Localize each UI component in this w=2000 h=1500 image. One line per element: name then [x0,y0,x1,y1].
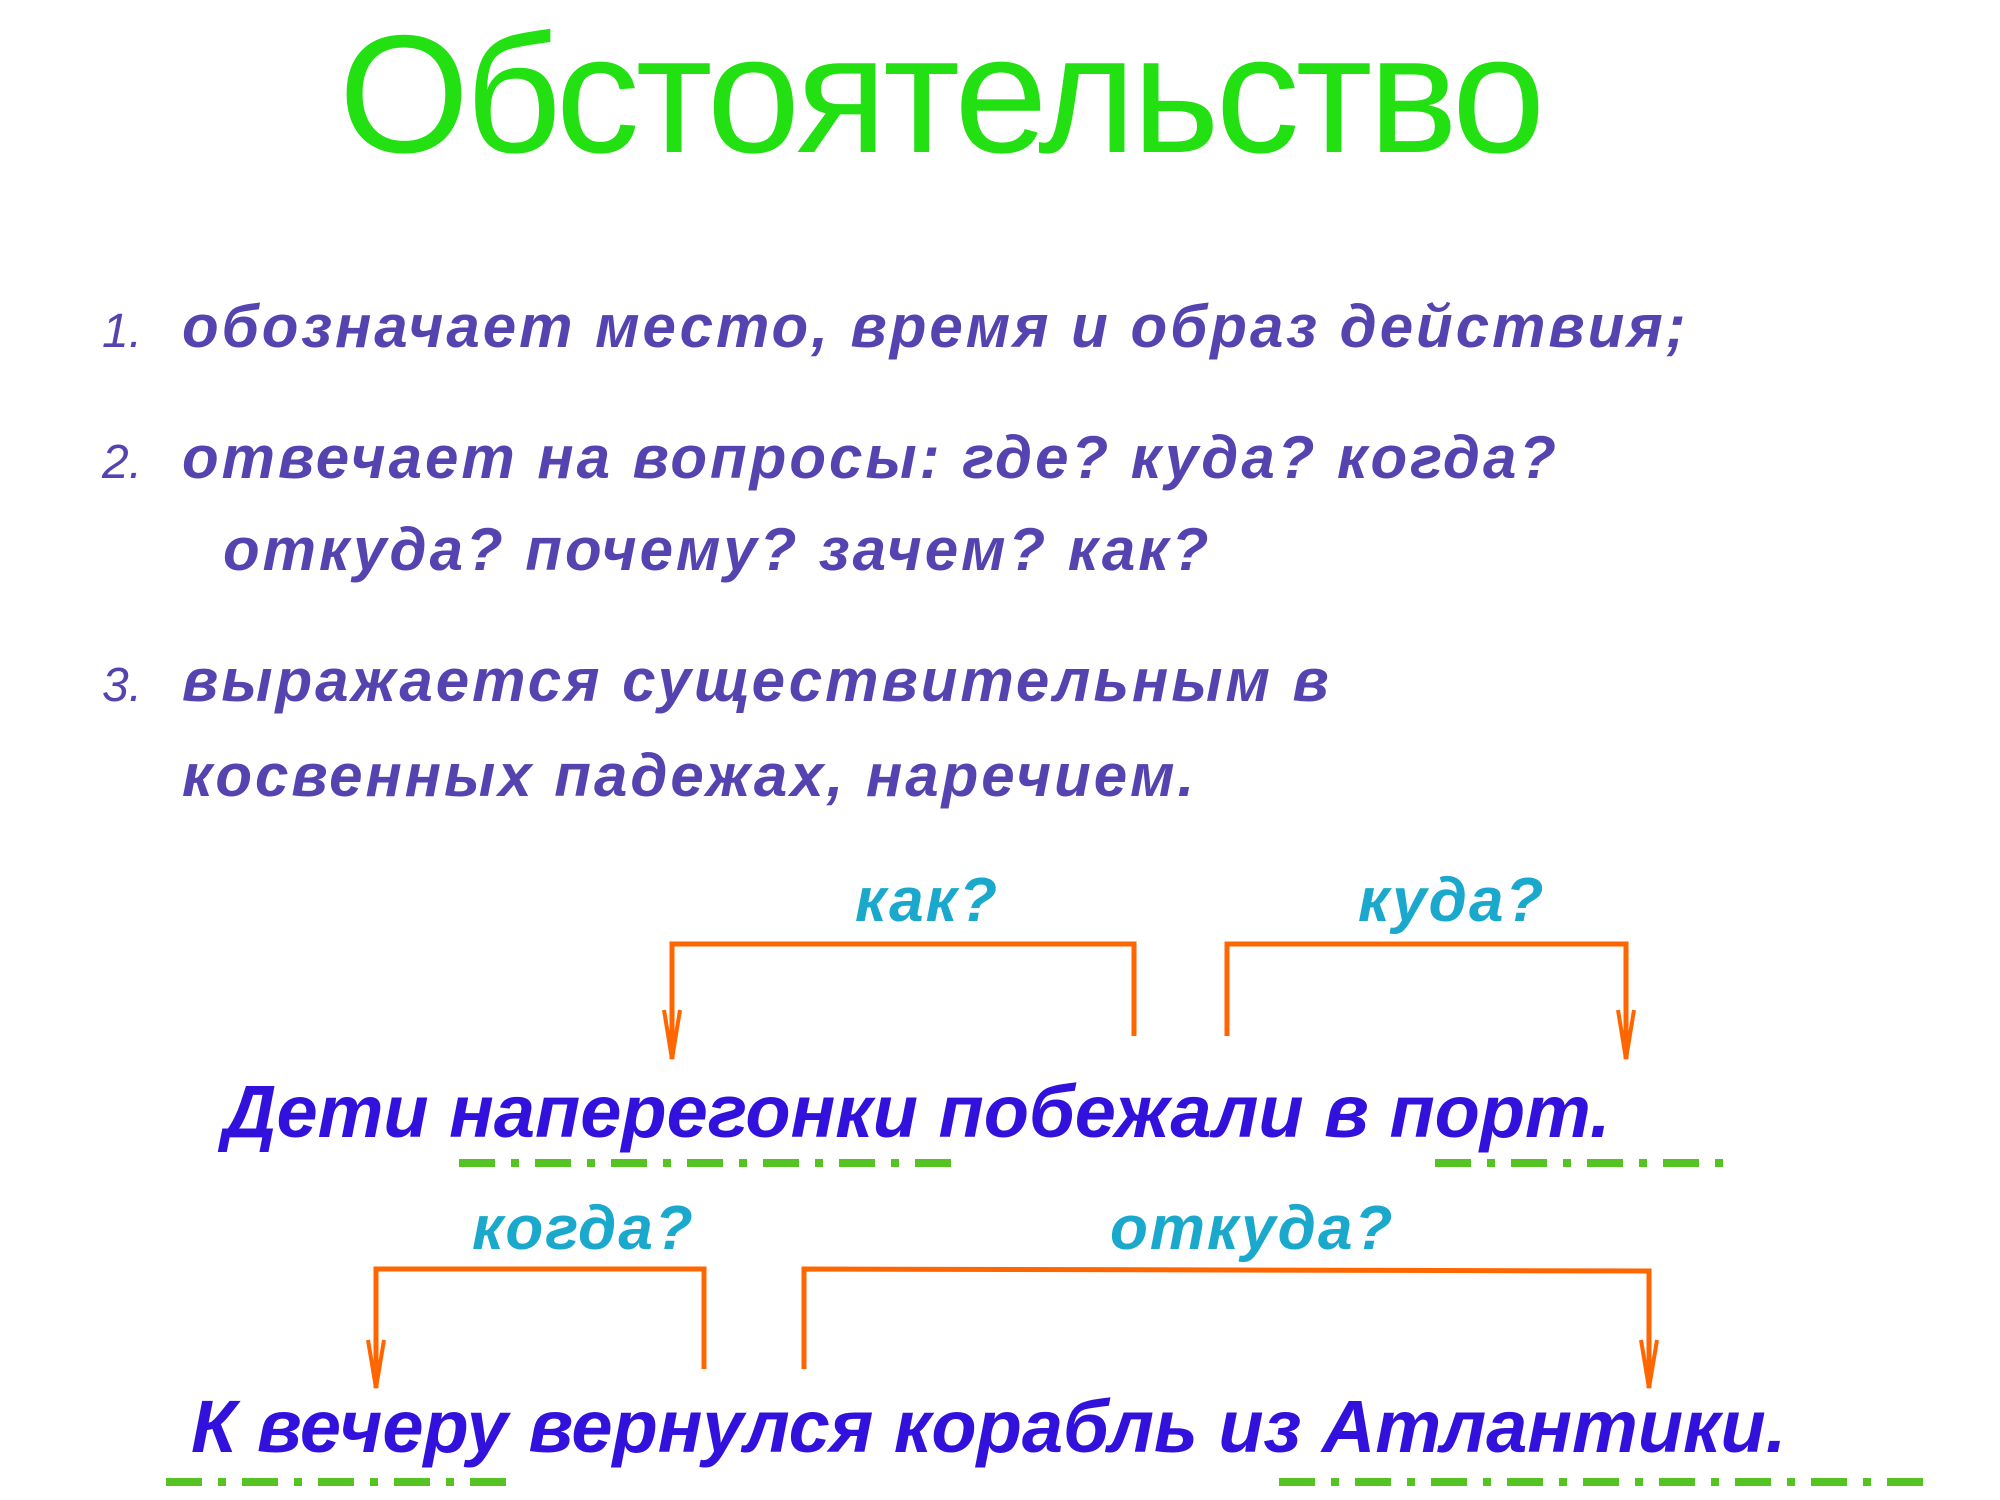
arrowhead-kak [662,1009,682,1060]
point-1-line-1: обозначает место, время и образ действия… [182,293,1689,360]
arrow-kogda [373,1266,707,1388]
point-number-1: 1. [102,305,143,358]
arrow-otkuda [801,1266,1652,1388]
question-kuda: куда? [1358,866,1546,935]
arrowhead-kogda [366,1339,386,1389]
point-number-2: 2. [102,436,143,489]
point-3-line-2: косвенных падежах, наречием. [182,742,1198,809]
question-otkuda: откуда? [1110,1194,1395,1263]
arrowhead-kuda [1616,1009,1636,1060]
point-2-line-2: откуда? почему? зачем? как? [223,516,1212,583]
question-kak: как? [855,866,999,935]
slide-title: Обстоятельство [338,0,1546,188]
point-number-3: 3. [102,659,143,712]
example-sentence-1: Дети наперегонки побежали в порт. [223,1070,1611,1153]
arrow-kuda [1224,941,1629,1059]
example-sentence-2: К вечеру вернулся корабль из Атлантики. [191,1385,1787,1468]
point-3-line-1: выражается существительным в [182,647,1332,714]
arrowhead-otkuda [1639,1339,1659,1389]
question-kogda: когда? [472,1194,695,1263]
point-2-line-1: отвечает на вопросы: где? куда? когда? [182,424,1559,491]
arrow-kak [669,941,1137,1059]
